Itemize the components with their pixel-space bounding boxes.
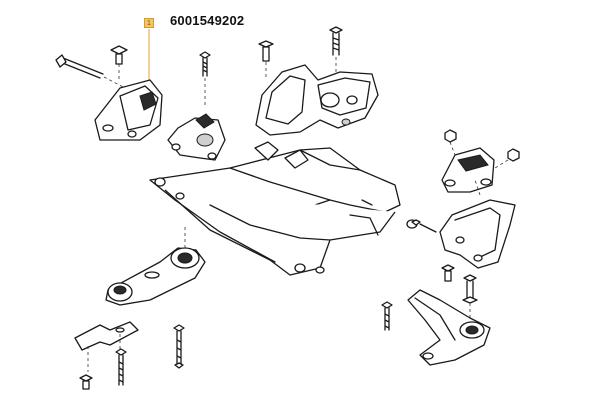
right-mount-bracket (439, 179, 516, 269)
bolt-lower-center (381, 301, 393, 331)
part-number-label: 6001549202 (170, 13, 245, 28)
right-engine-mount (441, 147, 495, 193)
screw-center-top (199, 51, 211, 108)
bolt-bracket-short (79, 374, 93, 390)
torque-rod (105, 225, 206, 306)
callout-marker[interactable]: 1 (144, 18, 154, 28)
front-subframe (149, 141, 418, 276)
bolt-gearbox-left (258, 40, 274, 80)
bolt-right-lower-a (441, 264, 455, 282)
bolt-bracket-long (115, 348, 127, 386)
nut-right-b (494, 148, 520, 169)
nut-right-a (444, 129, 457, 156)
bolt-left-mount (110, 45, 128, 82)
stud-right-lower (462, 274, 478, 320)
bolt-gearbox-right (329, 26, 343, 76)
torque-rod-bracket (74, 321, 139, 372)
long-bolt-left (55, 54, 126, 89)
center-mount-bracket (167, 113, 226, 161)
bolt-right-small (411, 219, 437, 233)
left-engine-mount (94, 79, 163, 141)
bolt-torque-rod (173, 324, 185, 369)
gearbox-mount (255, 64, 379, 136)
lower-support-arm (407, 289, 491, 366)
